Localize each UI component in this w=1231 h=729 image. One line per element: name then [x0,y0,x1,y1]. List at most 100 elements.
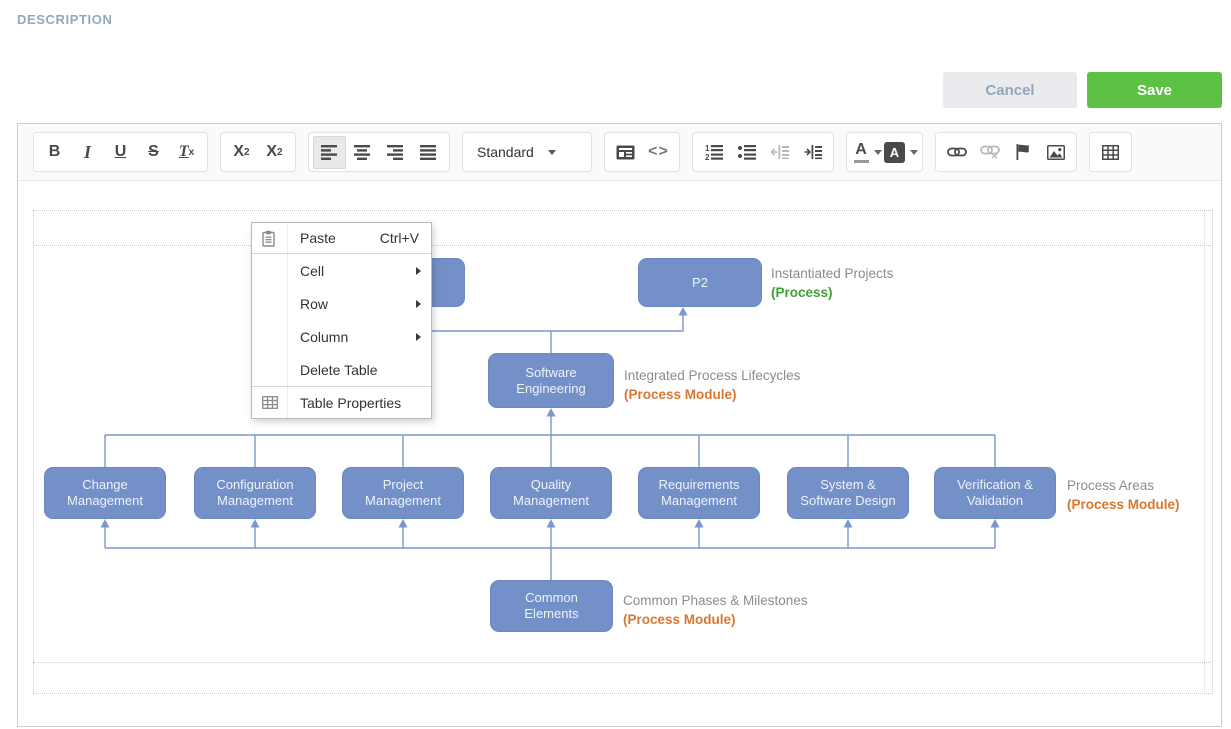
diagram-box-system-software-design: System & Software Design [787,467,909,519]
caption-type: (Process Module) [623,612,736,627]
menu-item-label: Paste [300,230,336,246]
save-button[interactable]: Save [1087,72,1222,108]
toolbar-group-colors: A A [846,132,923,172]
align-left-button[interactable] [313,135,346,169]
table-properties-icon [261,396,278,409]
bold-button[interactable]: B [48,143,61,160]
paragraph-format-dropdown[interactable]: Standard [467,136,587,169]
source-button[interactable]: <> [642,136,675,169]
text-color-button[interactable]: A [851,136,884,169]
caption-type: (Process Module) [1067,497,1180,512]
diagram-caption-software-engineering: Integrated Process Lifecycles (Process M… [624,366,800,404]
remove-format-sub: x [188,146,195,158]
unlink-button [973,136,1006,169]
remove-format-icon: T [178,143,189,160]
align-center-icon [354,145,370,160]
toolbar-group-links [935,132,1077,172]
chevron-down-icon [873,149,882,155]
menu-item-delete-table[interactable]: Delete Table [252,353,431,386]
numbered-list-button[interactable]: 1 2 [697,136,730,169]
insert-table-button[interactable] [1094,136,1127,169]
strikethrough-button[interactable]: S [148,143,159,160]
image-button[interactable] [1039,136,1072,169]
menu-item-label: Table Properties [300,394,402,411]
toolbar-group-table [1089,132,1132,172]
diagram-box-project-management: Project Management [342,467,464,519]
submenu-arrow-icon [416,332,421,341]
menu-separator [252,253,431,254]
diagram-caption-process-areas: Process Areas (Process Module) [1067,476,1180,514]
subscript-icon: X [233,143,245,160]
indent-button[interactable] [796,136,829,169]
menu-item-label: Cell [300,262,325,279]
bulleted-list-button[interactable] [730,136,763,169]
paragraph-format-value: Standard [477,144,534,160]
menu-separator [252,386,431,387]
text-color-icon: A [853,141,869,163]
caption-text: Common Phases & Milestones [623,593,808,608]
caption-text: Instantiated Projects [771,266,894,281]
caption-text: Process Areas [1067,478,1155,493]
bulleted-list-icon [737,145,756,160]
link-button[interactable] [940,136,973,169]
templates-button[interactable] [609,136,642,169]
diagram-box-configuration-management: Configuration Management [194,467,316,519]
menu-item-label: Row [300,295,329,312]
chevron-down-icon [547,149,556,155]
numbered-list-icon: 1 2 [705,144,723,160]
menu-item-label: Delete Table [300,361,378,378]
background-color-icon: A [884,141,905,163]
cancel-button[interactable]: Cancel [943,72,1077,108]
submenu-arrow-icon [416,299,421,308]
menu-item-label: Column [300,328,349,345]
diagram-caption-common-elements: Common Phases & Milestones (Process Modu… [623,591,808,629]
menu-item-cell[interactable]: Cell [252,254,431,287]
menu-item-row[interactable]: Row [252,287,431,320]
diagram-box-common-elements: Common Elements [490,580,613,632]
caption-type: (Process) [771,285,833,300]
menu-item-shortcut: Ctrl+V [379,230,419,246]
align-left-icon [321,145,337,160]
justify-button[interactable] [412,136,445,169]
paste-icon [262,230,275,247]
subscript-sub: 2 [244,146,250,158]
indent-icon [804,145,822,160]
diagram-box-software-engineering: Software Engineering [488,353,614,408]
align-right-icon [387,145,403,160]
menu-item-paste[interactable]: Paste Ctrl+V [252,223,431,253]
outdent-button [763,136,796,169]
menu-item-table-properties[interactable]: Table Properties [252,387,431,418]
toolbar-group-source: <> [604,132,680,172]
caption-type: (Process Module) [624,387,737,402]
anchor-button[interactable] [1006,136,1039,169]
justify-icon [420,145,436,160]
table-context-menu: Paste Ctrl+V Cell Row Column Delet [251,222,432,419]
align-right-button[interactable] [379,136,412,169]
svg-text:2: 2 [705,153,710,160]
italic-button[interactable]: I [83,141,91,162]
diagram-box-requirements-management: Requirements Management [638,467,760,519]
diagram-box-change-management: Change Management [44,467,166,519]
process-diagram-connectors [100,307,1000,580]
templates-icon [616,145,635,159]
unlink-icon [979,145,1000,159]
page-title: DESCRIPTION [17,12,113,27]
align-center-button[interactable] [346,136,379,169]
chevron-down-icon [910,149,918,155]
table-icon [1102,144,1119,160]
editor-content-area[interactable]: P2 Instantiated Projects (Process) Softw… [18,181,1221,726]
diagram-box-p2: P2 [638,258,762,307]
source-icon: <> [648,143,669,160]
toolbar-group-format: Standard [462,132,592,172]
background-color-button[interactable]: A [884,136,918,169]
toolbar-group-align [308,132,450,172]
diagram-box-quality-management: Quality Management [490,467,612,519]
menu-item-column[interactable]: Column [252,320,431,353]
underline-button[interactable]: U [114,143,127,160]
